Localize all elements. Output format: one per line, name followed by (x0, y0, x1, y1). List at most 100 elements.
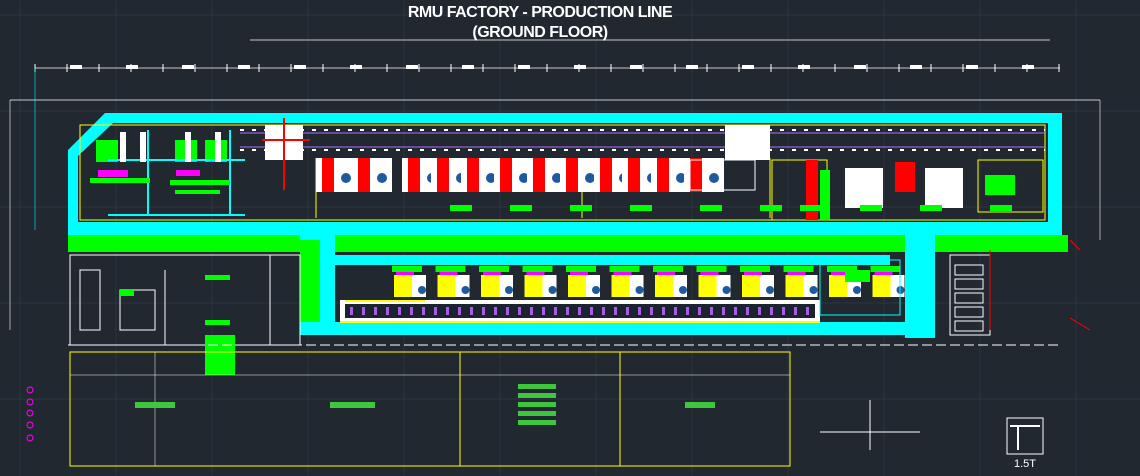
conveyor-roller (362, 307, 365, 315)
rack-green (820, 170, 830, 220)
marker-pad (874, 272, 893, 275)
press-station (322, 158, 334, 192)
dimension-text (182, 65, 194, 69)
floor-marker (700, 205, 722, 211)
press-station (437, 158, 449, 192)
building-wall-right (1048, 113, 1062, 235)
test-bay (845, 168, 883, 208)
station-top (783, 266, 814, 272)
workbench (170, 180, 230, 185)
bench (845, 270, 870, 282)
conveyor-roller (566, 307, 569, 315)
rack-column (185, 132, 191, 162)
assembly-workstation (611, 275, 632, 297)
marker-pad (613, 272, 632, 275)
test-equipment (895, 162, 915, 192)
operator-icon (418, 286, 426, 294)
station-panel (455, 275, 470, 297)
test-bay (925, 168, 963, 208)
operator-icon (486, 173, 496, 183)
press-station (408, 158, 420, 192)
press-station (600, 158, 612, 192)
conveyor-roller (626, 307, 629, 315)
right-cell (977, 159, 1044, 213)
marker-pad (176, 170, 200, 176)
assembly-workstation (785, 275, 806, 297)
press-station (628, 158, 640, 192)
lower-wall-right (905, 230, 935, 338)
legend-item (518, 411, 556, 416)
station-top (740, 266, 770, 272)
press-station (657, 158, 669, 192)
conveyor-roller (782, 307, 785, 315)
conveyor-roller (518, 307, 521, 315)
legend-symbol (26, 386, 34, 394)
conveyor-edge (345, 300, 425, 302)
lower-floor-green (300, 240, 320, 332)
lower-wall-bottom (300, 322, 935, 335)
station-panel (629, 275, 644, 297)
conveyor-roller (434, 307, 437, 315)
red-mark (1069, 317, 1091, 331)
conveyor-roller (386, 307, 389, 315)
press-station (566, 158, 578, 192)
dimension-text (686, 65, 698, 69)
legend-symbol (26, 409, 34, 417)
conveyor-roller (794, 307, 797, 315)
conveyor-roller (758, 307, 761, 315)
bench (205, 320, 230, 325)
area-label (135, 402, 175, 408)
conveyor-roller (398, 307, 401, 315)
conveyor-roller (806, 307, 809, 315)
operator-icon (853, 286, 861, 294)
marker-pad (483, 272, 501, 275)
marker-pad (439, 272, 458, 275)
assembly-workstation (655, 275, 675, 297)
lower-right-bay (819, 259, 901, 316)
station-top (392, 266, 422, 272)
bench (205, 275, 230, 280)
rack-column (140, 132, 146, 162)
conveyor-roller (650, 307, 653, 315)
assembly-workstation (437, 275, 458, 297)
dimension-text (574, 65, 586, 69)
room-detail (79, 269, 101, 331)
door-panel (954, 264, 984, 276)
dimension-text (966, 65, 978, 69)
upper-zone-outline (79, 124, 1046, 221)
marker-pad (570, 272, 588, 275)
operator-icon (585, 173, 595, 183)
dimension-text (406, 65, 418, 69)
assembly-workstation (698, 275, 719, 297)
conveyor-roller (350, 307, 353, 315)
dimension-text (462, 65, 474, 69)
workbench (175, 190, 220, 194)
door-panel (954, 278, 984, 290)
press-station (500, 158, 512, 192)
assembly-workstation (568, 275, 588, 297)
bench (120, 290, 134, 296)
dimension-text (798, 65, 810, 69)
press-station (533, 158, 545, 192)
press-station (467, 158, 479, 192)
conveyor-roller (722, 307, 725, 315)
marker-pad (700, 272, 719, 275)
operator-icon (766, 286, 774, 294)
dimension-text (294, 65, 306, 69)
conveyor-roller (686, 307, 689, 315)
press-station (358, 158, 370, 192)
door-panel (954, 292, 984, 304)
station-top (479, 266, 509, 272)
press-station (690, 158, 702, 192)
conveyor-roller (698, 307, 701, 315)
drawing-subtitle: (GROUND FLOOR) (472, 24, 608, 41)
dimension-text (126, 65, 138, 69)
station-top (870, 266, 901, 272)
dimension-text (910, 65, 922, 69)
operator-icon (377, 173, 387, 183)
right-bench (985, 175, 1015, 195)
station-panel (803, 275, 818, 297)
workbench (90, 178, 150, 183)
operator-icon (461, 286, 470, 294)
